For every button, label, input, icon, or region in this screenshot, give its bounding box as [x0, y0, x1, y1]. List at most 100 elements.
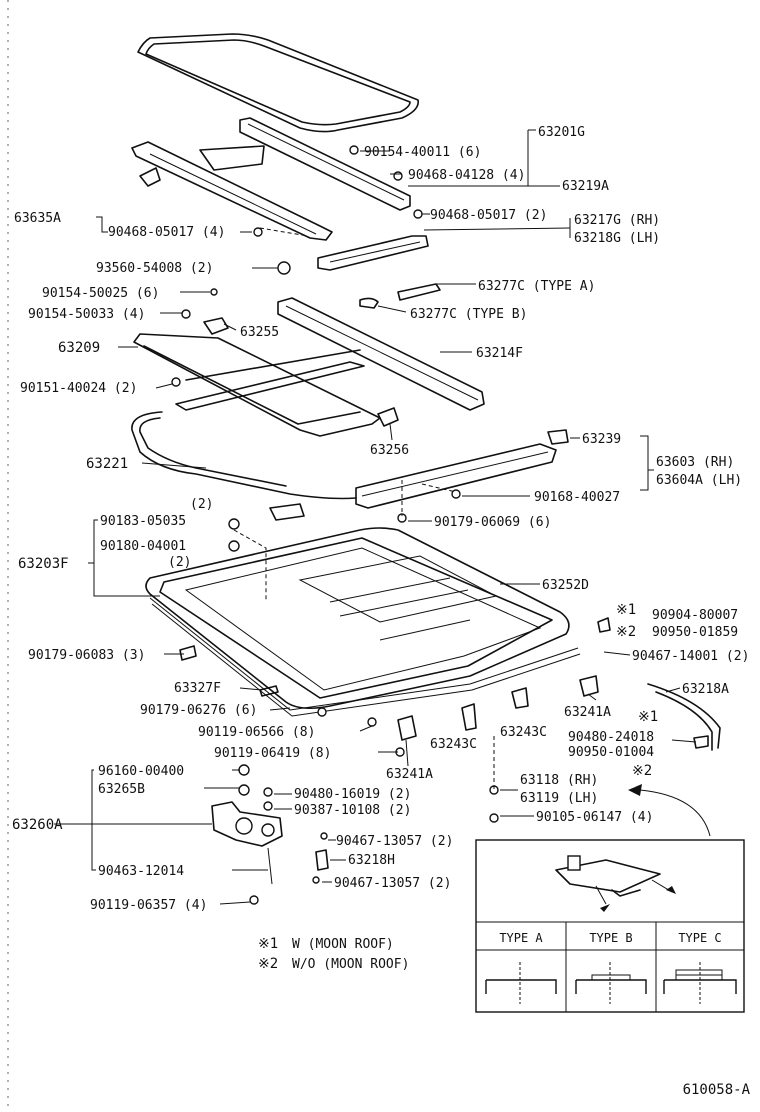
- part-label: (2): [168, 555, 191, 570]
- deflector-bracket-a: [397, 283, 441, 301]
- drip-channel: [317, 235, 429, 271]
- part-label: 96160-00400: [98, 764, 184, 779]
- part-label: (2): [190, 497, 213, 512]
- drain-hose: [647, 683, 721, 749]
- notes-legend: ※1 W (MOON ROOF) ※2 W/O (MOON ROOF): [258, 936, 409, 972]
- part-label: 90468-05017 (2): [430, 208, 547, 223]
- part-label: 90183-05035: [100, 514, 186, 529]
- drive-cable: [131, 411, 357, 500]
- figure-number: 610058-A: [683, 1082, 751, 1098]
- part-label: 63635A: [14, 211, 61, 226]
- part-label: 90950-01859: [652, 625, 738, 640]
- part-label: 63256: [370, 443, 409, 458]
- part-label: 90463-12014: [98, 864, 184, 879]
- part-label: 63214F: [476, 346, 523, 361]
- part-label: 63201G: [538, 125, 585, 140]
- part-label: 93560-54008 (2): [96, 261, 213, 276]
- drive-cable-b: [139, 417, 287, 487]
- part-label: 63241A: [564, 705, 611, 720]
- leader-lines: [54, 129, 711, 905]
- link-bracket: [203, 317, 229, 335]
- type-a-header: TYPE A: [499, 931, 543, 945]
- part-label: 63218H: [348, 853, 395, 868]
- part-label: 63277C (TYPE B): [410, 307, 527, 322]
- part-label: 63221: [86, 456, 128, 472]
- sunshade-frame: [133, 333, 381, 437]
- assembly-lines: [233, 227, 495, 790]
- note2-mark: ※2: [258, 956, 278, 972]
- part-label: 63218A: [682, 682, 729, 697]
- part-label: 90179-06069 (6): [434, 515, 551, 530]
- clamp: [693, 735, 709, 749]
- part-label: 90468-05017 (4): [108, 225, 225, 240]
- bracket-63243c: [511, 687, 529, 709]
- part-label: 90468-04128 (4): [408, 168, 525, 183]
- deflector-bracket-b: [359, 297, 379, 309]
- part-label: 90904-80007: [652, 608, 738, 623]
- part-label: 90154-50025 (6): [42, 286, 159, 301]
- note1-text: W (MOON ROOF): [292, 937, 394, 952]
- part-label: 90168-40027: [534, 490, 620, 505]
- part-label: 63252D: [542, 578, 589, 593]
- part-label: ※1: [616, 602, 636, 618]
- part-label: 63243C: [500, 725, 547, 740]
- bracket-63241a: [397, 715, 417, 741]
- type-c-header: TYPE C: [678, 931, 721, 945]
- part-label: 90467-13057 (2): [334, 876, 451, 891]
- part-label: 63604A (LH): [656, 473, 742, 488]
- part-label: 90151-40024 (2): [20, 381, 137, 396]
- part-label: 90480-24018: [568, 730, 654, 745]
- part-label: 90105-06147 (4): [536, 810, 653, 825]
- part-label: 63218G (LH): [574, 231, 660, 246]
- part-label: 63241A: [386, 767, 433, 782]
- part-label: 63209: [58, 340, 100, 356]
- part-label: 90154-50033 (4): [28, 307, 145, 322]
- part-label: 63603 (RH): [656, 455, 734, 470]
- part-label: 63277C (TYPE A): [478, 279, 595, 294]
- shoe-bracket: [377, 407, 399, 427]
- part-label: 90180-04001: [100, 539, 186, 554]
- part-label: 90119-06357 (4): [90, 898, 207, 913]
- type-inset: [475, 839, 745, 1013]
- part-label: 63217G (RH): [574, 213, 660, 228]
- note1-mark: ※1: [258, 936, 278, 952]
- housing-frame: [145, 527, 581, 717]
- clip: [259, 685, 279, 697]
- weatherstrip: [239, 117, 411, 211]
- drain-hose-b: [655, 691, 713, 751]
- hose-63218h: [315, 849, 329, 871]
- fasteners: [171, 145, 499, 905]
- part-label: 90467-13057 (2): [336, 834, 453, 849]
- part-label: 90119-06419 (8): [214, 746, 331, 761]
- bracket-63241a: [579, 675, 599, 697]
- glass-panel: [137, 33, 419, 133]
- part-label: 63243C: [430, 737, 477, 752]
- part-label: 90119-06566 (8): [198, 725, 315, 740]
- part-label: ※2: [632, 763, 652, 779]
- grommet: [597, 617, 611, 633]
- part-label: 63327F: [174, 681, 221, 696]
- note2-text: W/O (MOON ROOF): [292, 957, 409, 972]
- clip: [179, 645, 197, 661]
- part-label: 90179-06083 (3): [28, 648, 145, 663]
- part-label: 63119 (LH): [520, 791, 598, 806]
- part-label: 63265B: [98, 782, 145, 797]
- part-label: 63239: [582, 432, 621, 447]
- part-label: 90480-16019 (2): [294, 787, 411, 802]
- sunroof-bracket: [131, 141, 333, 241]
- type-b-header: TYPE B: [589, 931, 632, 945]
- part-label: 90950-01004: [568, 745, 654, 760]
- part-label: 63219A: [562, 179, 609, 194]
- part-label: 63260A: [12, 817, 63, 833]
- bracket-63243c: [461, 703, 477, 731]
- side-rail: [355, 429, 569, 509]
- part-label: 90387-10108 (2): [294, 803, 411, 818]
- part-label: 63255: [240, 325, 279, 340]
- guide-rail: [277, 297, 485, 411]
- part-label: ※2: [616, 624, 636, 640]
- part-label: 90179-06276 (6): [140, 703, 257, 718]
- part-label: 63203F: [18, 556, 69, 572]
- callout-labels: 63201G 90154-40011 (6) 90468-04128 (4) 6…: [12, 125, 749, 913]
- drain-bracket: [269, 503, 305, 521]
